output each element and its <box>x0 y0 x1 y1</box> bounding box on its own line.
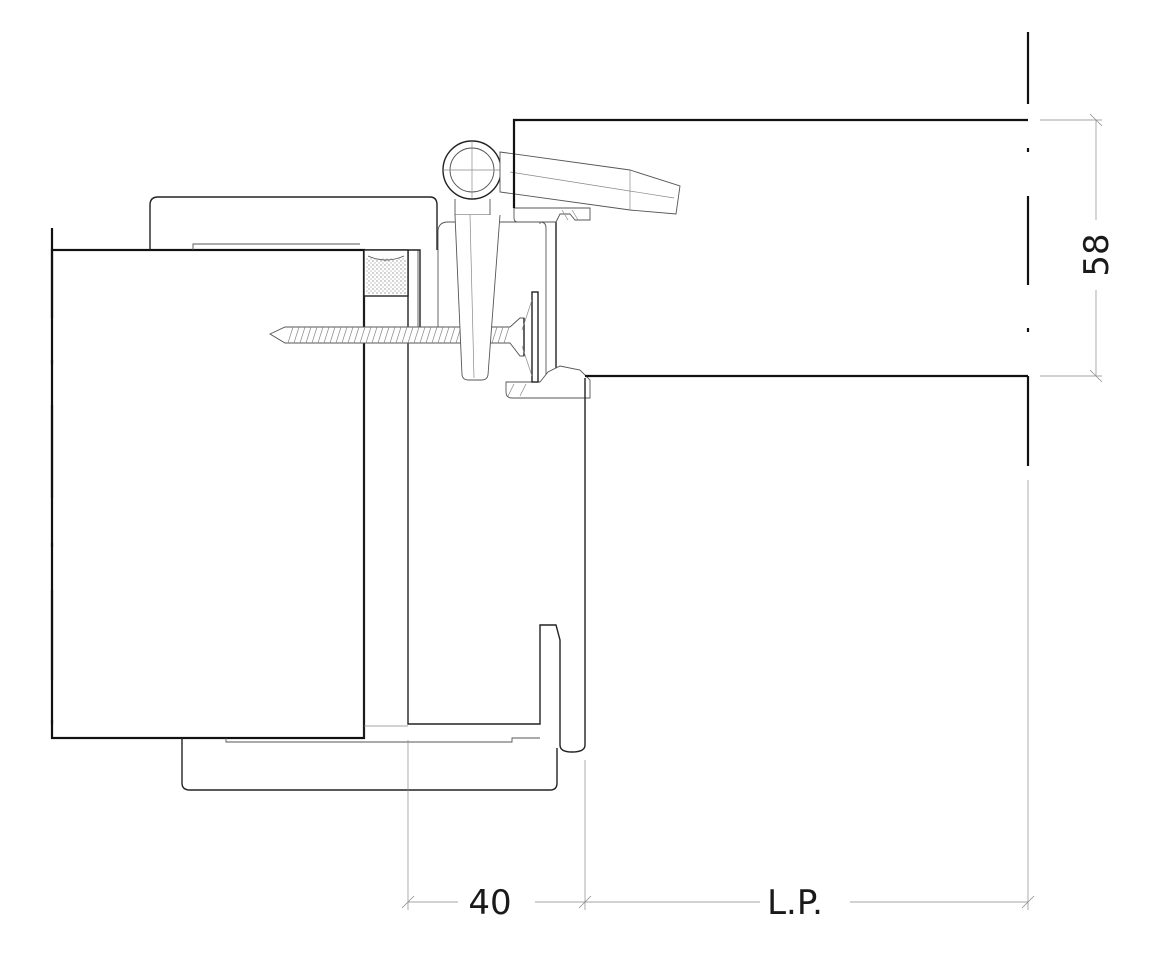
door-stop-profile-top <box>513 207 591 223</box>
dimension-lp: L.P. <box>585 480 1035 923</box>
door-stop-profile-bottom <box>505 365 591 399</box>
dimension-40: 40 <box>401 740 592 923</box>
dimension-58: 58 <box>1040 113 1117 383</box>
dimension-label-lp: L.P. <box>767 883 823 923</box>
dimension-label-58: 58 <box>1077 233 1117 276</box>
wall-section <box>50 228 366 740</box>
dimension-label-40: 40 <box>468 883 511 923</box>
architrave-top <box>149 196 438 250</box>
architrave-bottom <box>181 737 558 791</box>
hinge <box>442 140 681 381</box>
seal-gasket <box>363 249 409 297</box>
door-leaf <box>512 32 1030 753</box>
plate <box>521 291 539 383</box>
